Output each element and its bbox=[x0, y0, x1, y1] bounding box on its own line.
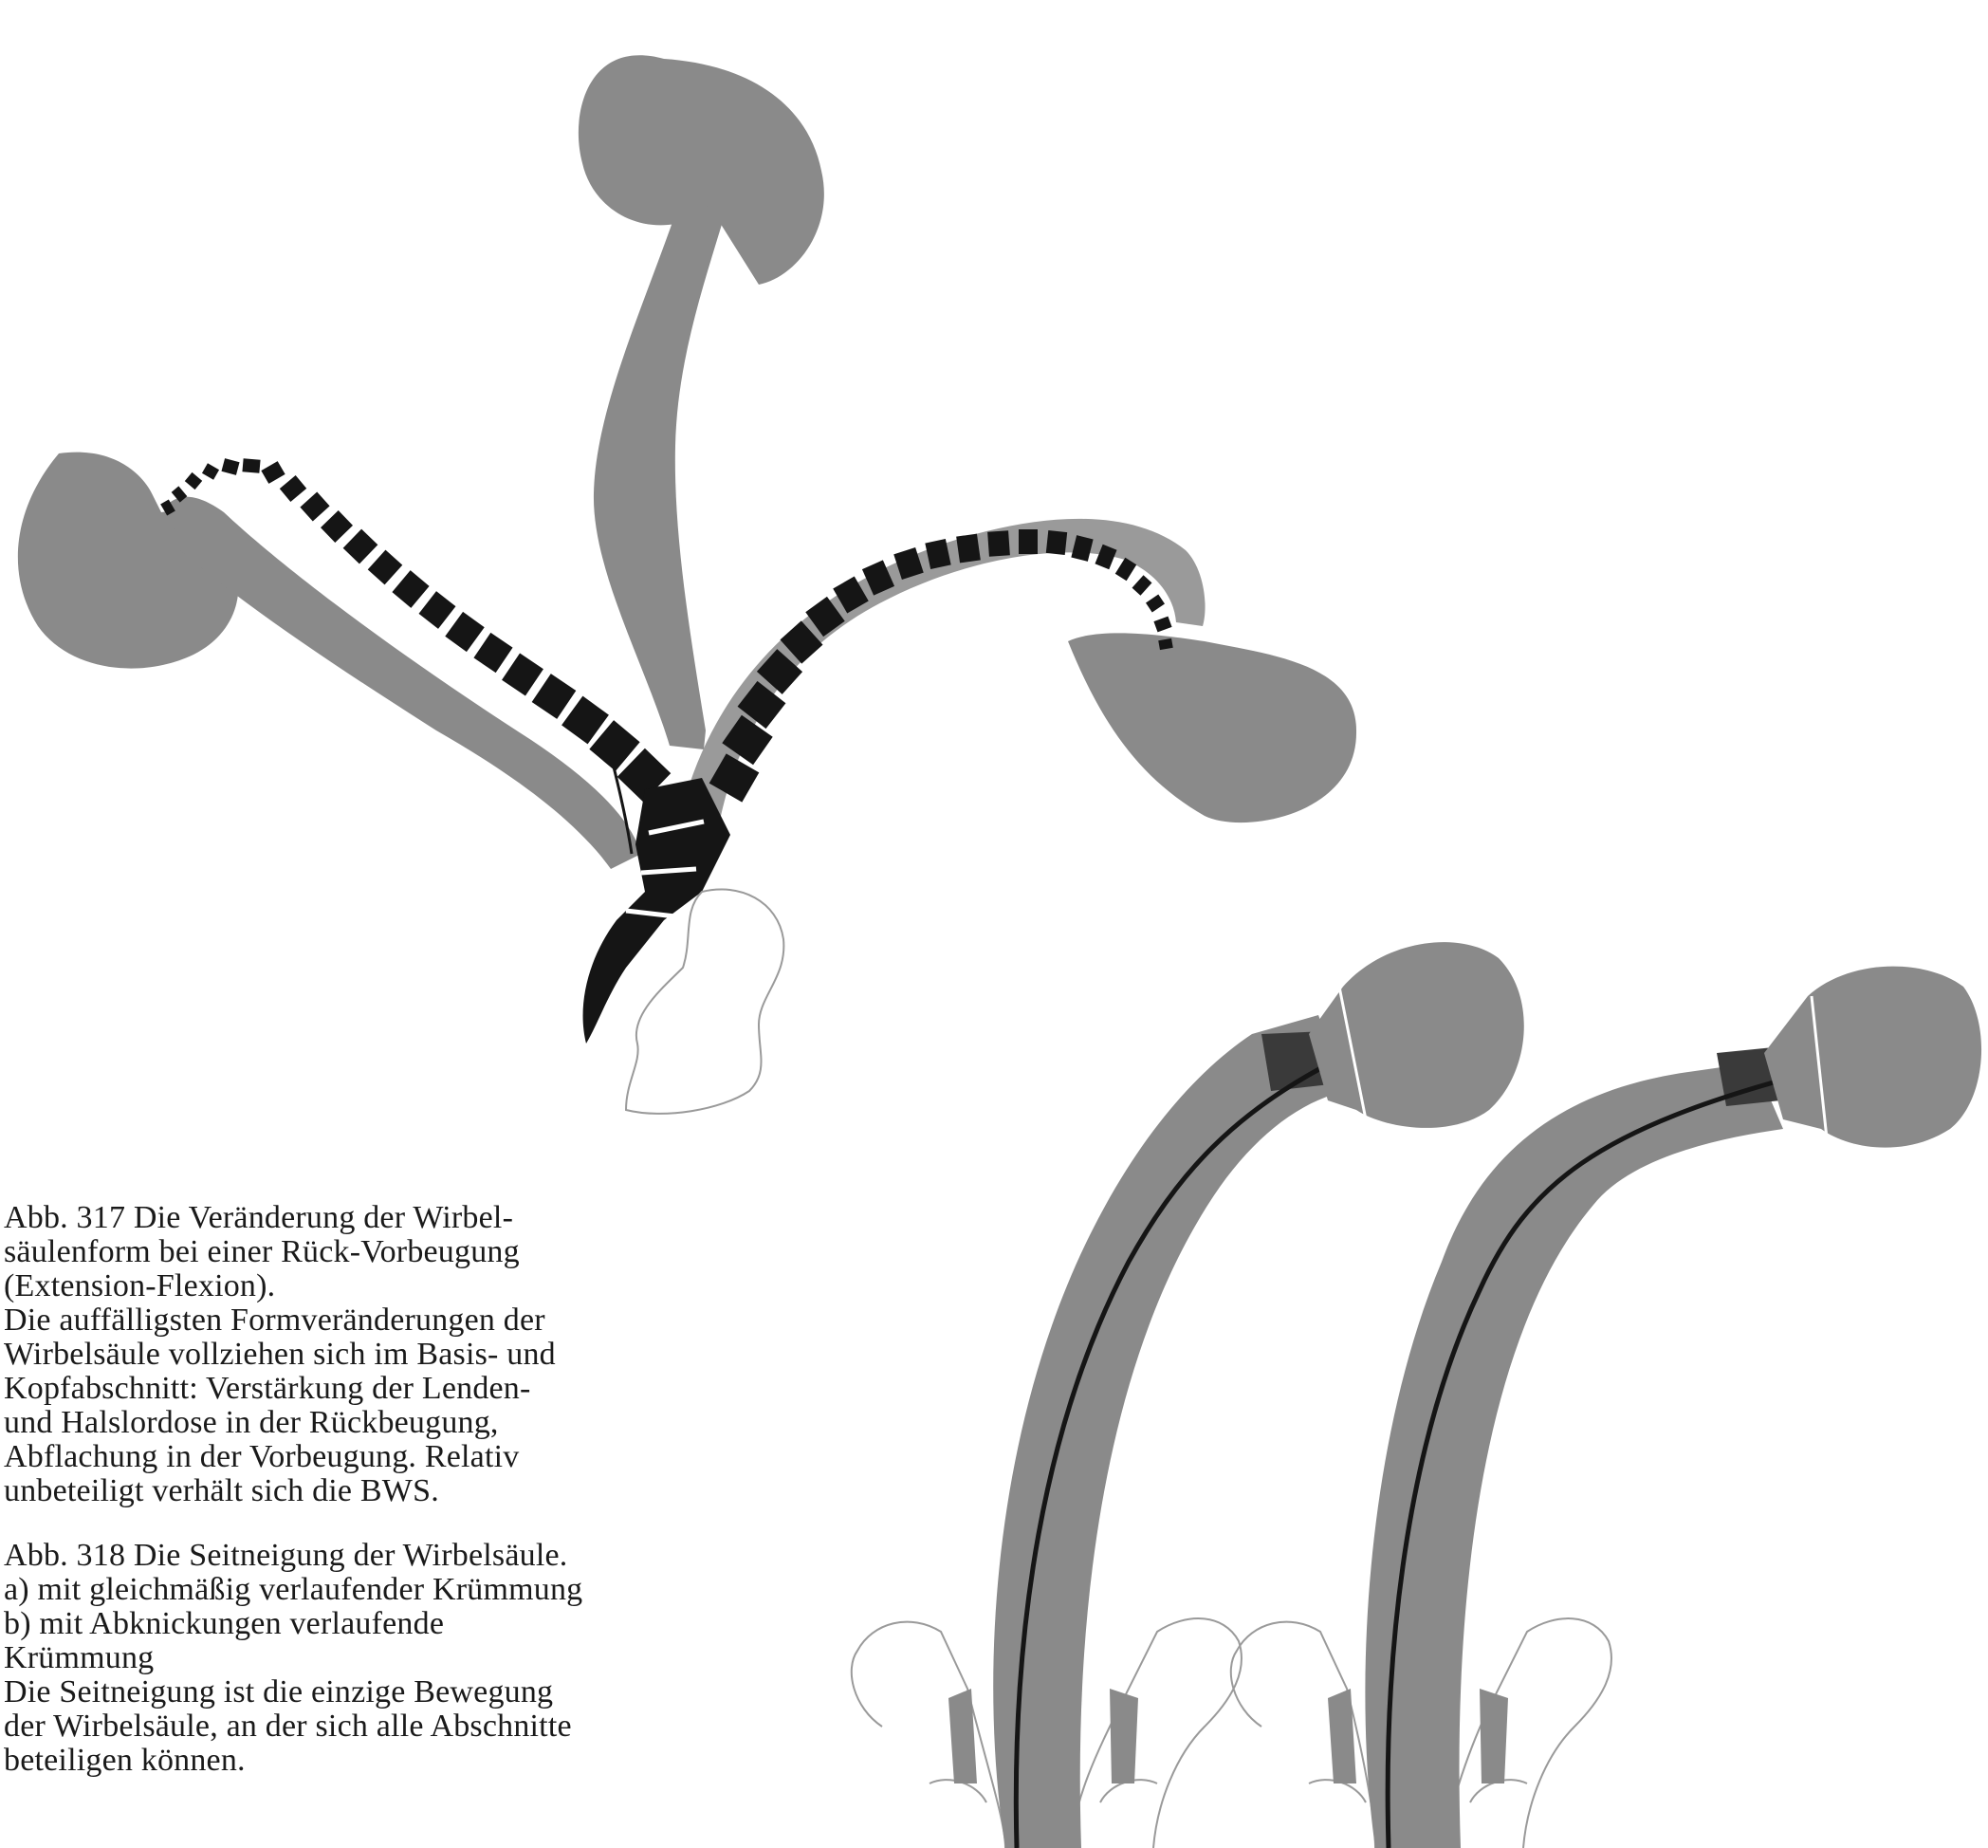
caption-figure-318: Abb. 318 Die Seitneigung der Wirbelsäule… bbox=[4, 1539, 582, 1778]
vertebra bbox=[1046, 530, 1067, 555]
caption-line: Abflachung in der Vorbeugung. Relativ bbox=[4, 1440, 556, 1474]
vertebra bbox=[502, 654, 543, 696]
upright-neck-spine bbox=[594, 203, 727, 749]
vertebra bbox=[419, 591, 456, 629]
head-b bbox=[1764, 967, 1981, 1148]
vertebra bbox=[1019, 529, 1038, 554]
vertebra bbox=[261, 461, 285, 484]
vertebra bbox=[280, 475, 306, 502]
vertebra bbox=[202, 463, 219, 479]
vertebra bbox=[956, 534, 981, 564]
caption-line: (Extension-Flexion). bbox=[4, 1269, 556, 1303]
head-a bbox=[1309, 942, 1524, 1128]
vertebra bbox=[300, 492, 329, 522]
vertebra bbox=[343, 529, 378, 564]
extension-pose bbox=[18, 453, 641, 869]
caption-line: b) mit Abknickungen verlaufende bbox=[4, 1607, 582, 1641]
caption-line: säulenform bei einer Rück-Vorbeugung bbox=[4, 1235, 556, 1269]
vertebra bbox=[392, 570, 429, 608]
trunk-band-a bbox=[993, 1015, 1347, 1848]
caption-line: unbeteiligt verhält sich die BWS. bbox=[4, 1474, 556, 1508]
caption-line: der Wirbelsäule, an der sich alle Abschn… bbox=[4, 1709, 582, 1744]
vertebra bbox=[1153, 617, 1171, 633]
caption-line: Wirbelsäule vollziehen sich im Basis- un… bbox=[4, 1338, 556, 1372]
flexion-head bbox=[1068, 633, 1356, 822]
figure-317 bbox=[18, 55, 1356, 1114]
vertebra bbox=[221, 458, 239, 475]
vertebra bbox=[445, 612, 484, 652]
vertebra bbox=[321, 510, 353, 543]
caption-line: Kopfabschnitt: Verstärkung der Lenden- bbox=[4, 1372, 556, 1406]
vertebra bbox=[987, 530, 1010, 556]
vertebra bbox=[1132, 575, 1152, 595]
vertebra bbox=[1146, 595, 1165, 613]
extension-back-band bbox=[167, 497, 641, 869]
vertebra bbox=[242, 458, 260, 473]
caption-line: Abb. 318 Die Seitneigung der Wirbelsäule… bbox=[4, 1539, 582, 1573]
caption-line: Die auffälligsten Formveränderungen der bbox=[4, 1303, 556, 1338]
vertebra bbox=[532, 674, 577, 719]
vertebra bbox=[473, 633, 512, 673]
caption-figure-317: Abb. 317 Die Veränderung der Wirbel- säu… bbox=[4, 1201, 556, 1508]
caption-line: a) mit gleichmäßig verlaufender Krümmung bbox=[4, 1573, 582, 1607]
caption-line: Die Seitneigung ist die einzige Bewegung bbox=[4, 1675, 582, 1709]
vertebra bbox=[185, 472, 202, 490]
vertebra bbox=[368, 550, 403, 585]
caption-line: und Halslordose in der Rückbeugung, bbox=[4, 1406, 556, 1440]
caption-line: beteiligen können. bbox=[4, 1744, 582, 1778]
caption-line: Krümmung bbox=[4, 1641, 582, 1675]
trunk-band-b bbox=[1365, 1063, 1783, 1848]
caption-line: Abb. 317 Die Veränderung der Wirbel- bbox=[4, 1201, 556, 1235]
